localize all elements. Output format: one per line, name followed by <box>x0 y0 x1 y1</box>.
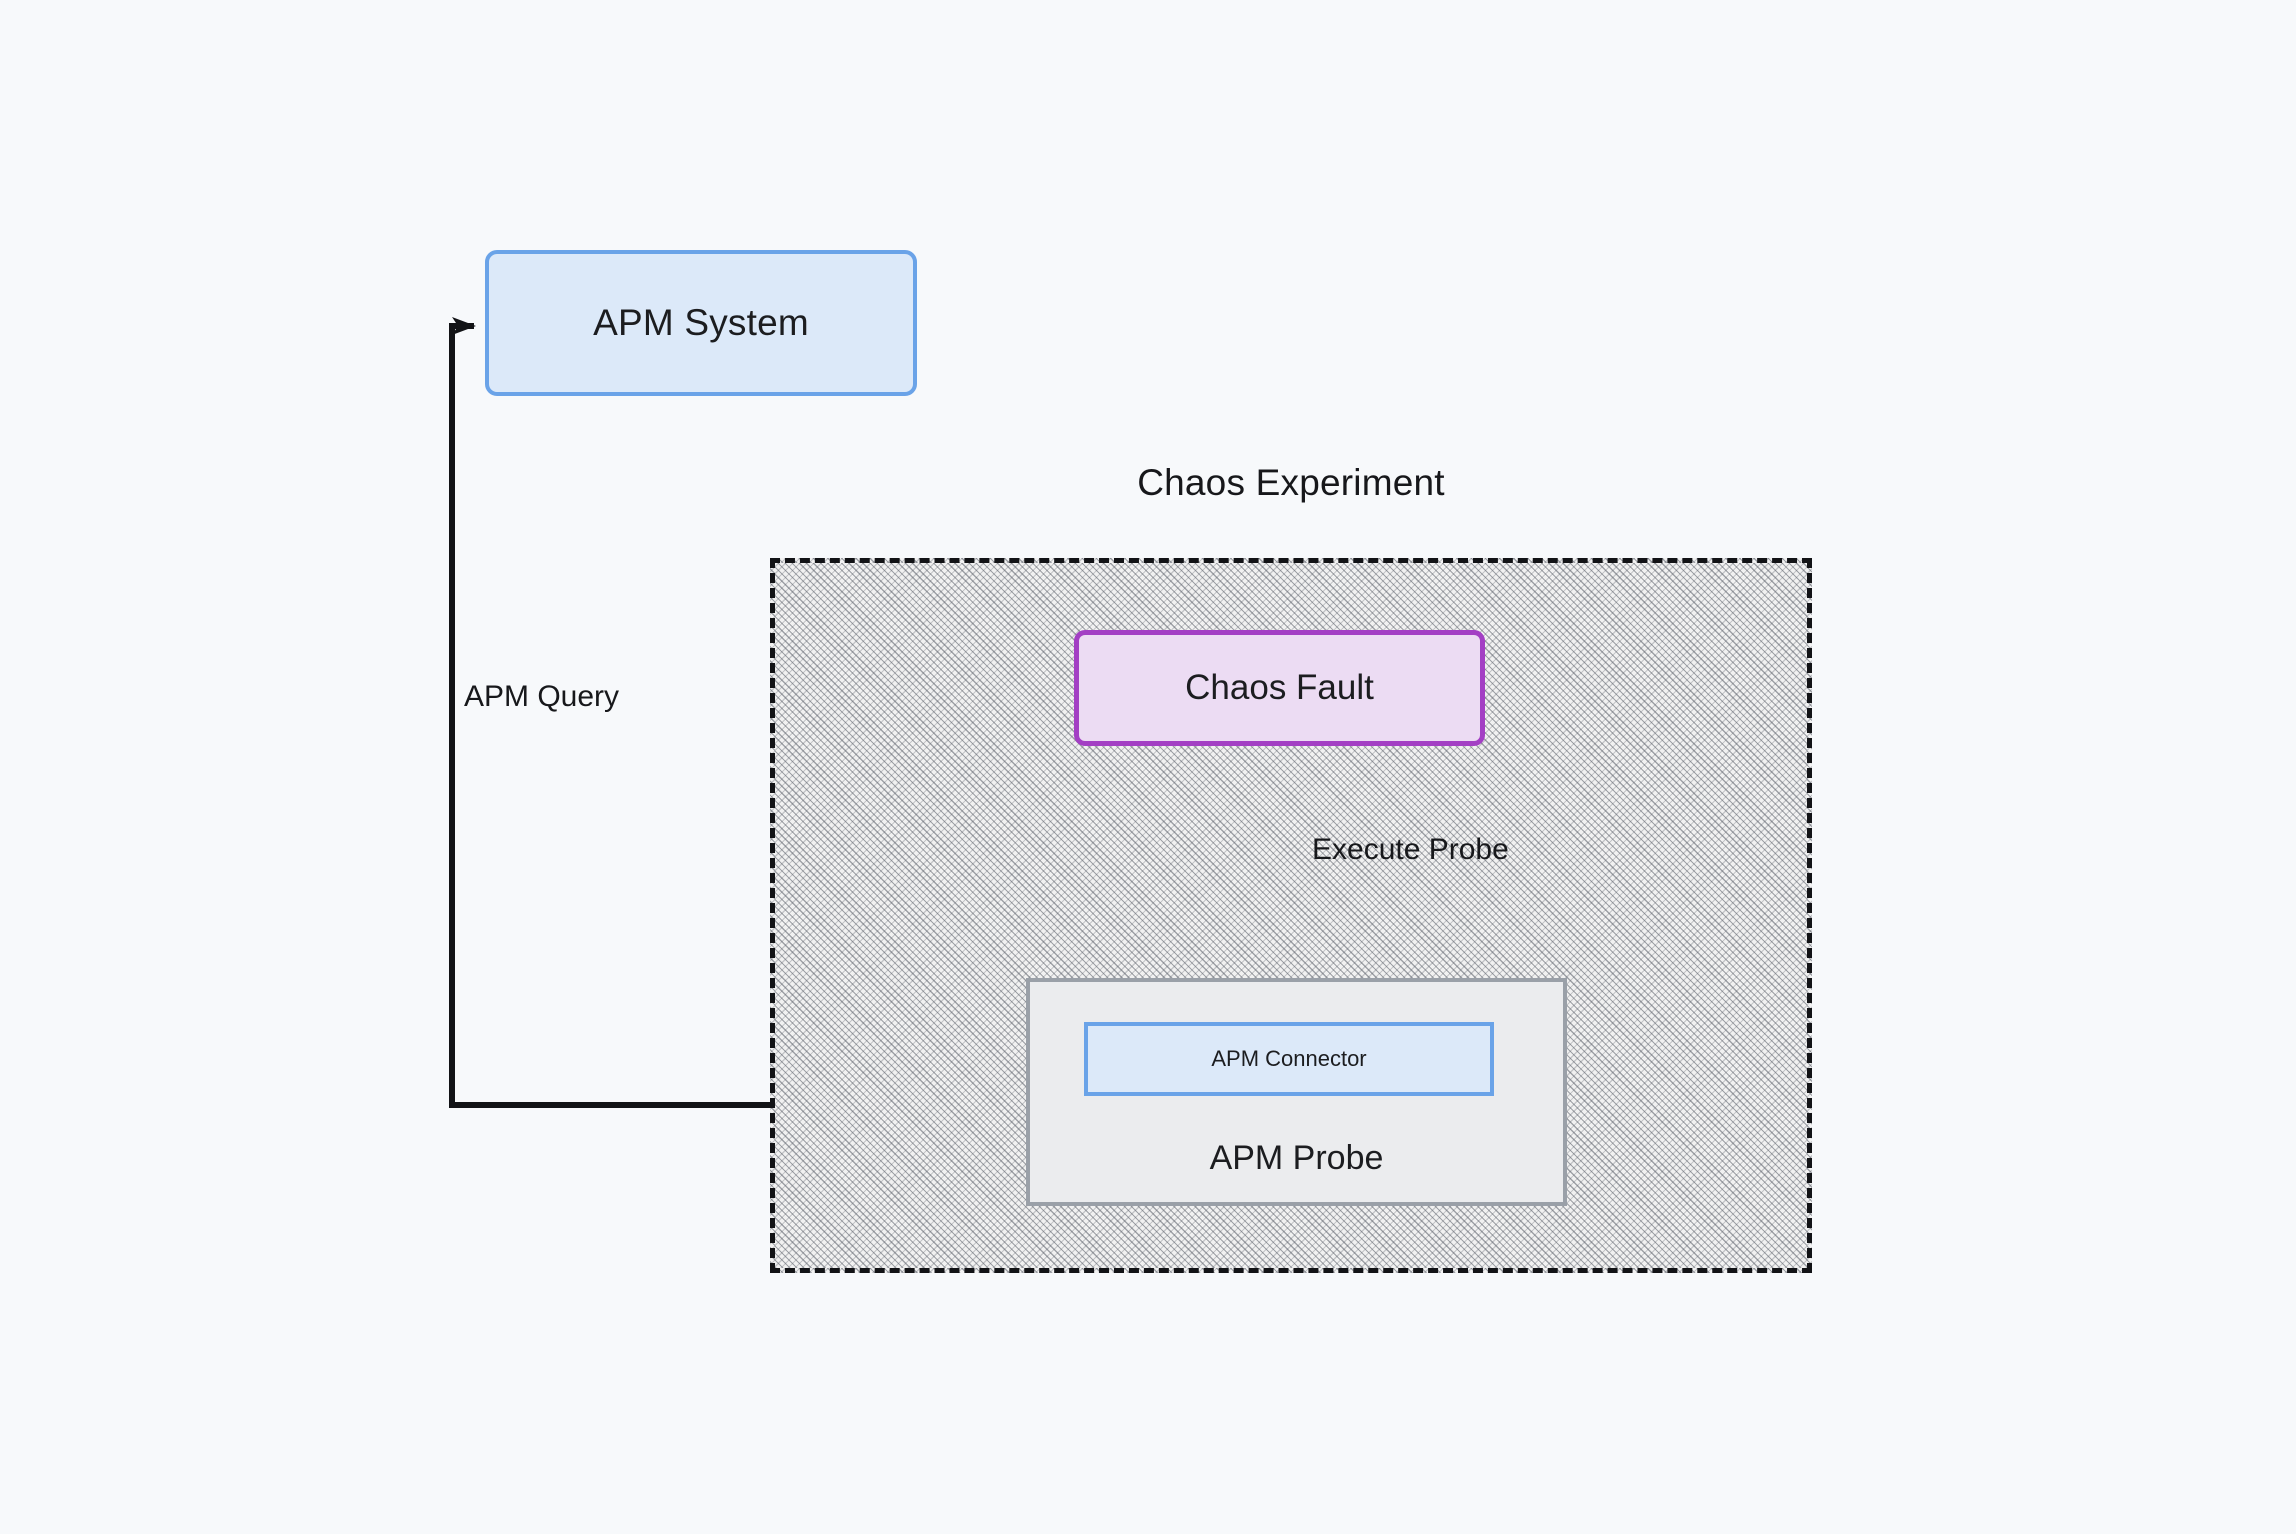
edge-label-execute-probe: Execute Probe <box>1312 833 1509 866</box>
node-apm-system-label: APM System <box>593 302 809 343</box>
node-apm-connector-label: APM Connector <box>1211 1046 1367 1071</box>
node-chaos-fault-label: Chaos Fault <box>1185 668 1374 707</box>
node-apm-probe[interactable]: APM Connector APM Probe <box>1026 978 1567 1206</box>
node-apm-probe-label: APM Probe <box>1209 1139 1384 1177</box>
node-chaos-fault[interactable]: Chaos Fault <box>1074 630 1485 746</box>
edge-label-apm-query: APM Query <box>464 680 620 713</box>
group-title-chaos-experiment: Chaos Experiment <box>1137 462 1445 503</box>
node-apm-system[interactable]: APM System <box>485 250 917 396</box>
node-apm-connector[interactable]: APM Connector <box>1084 1022 1494 1096</box>
